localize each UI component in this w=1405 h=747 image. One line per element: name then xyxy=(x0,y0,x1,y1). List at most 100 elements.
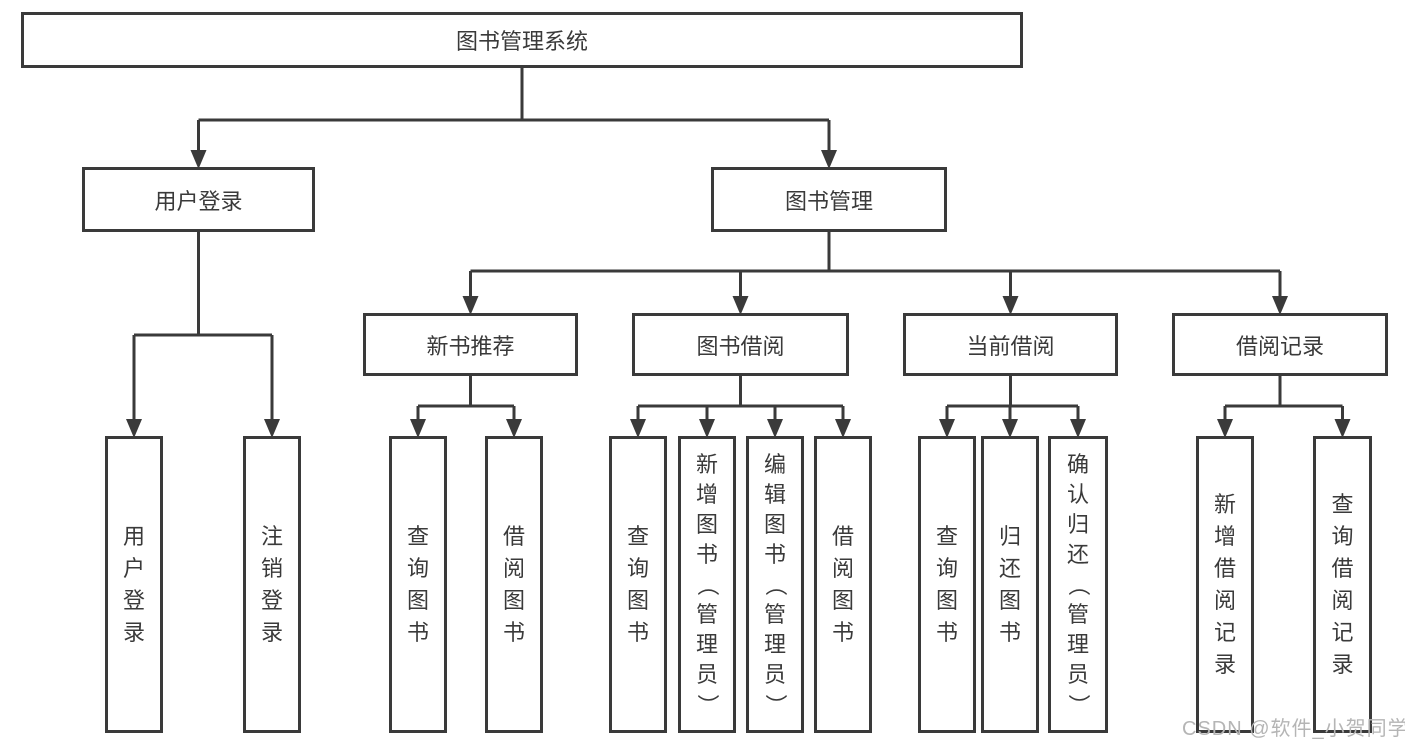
arrowhead-icon xyxy=(1002,296,1019,315)
node-label-leaf-return-book: 归还图书 xyxy=(999,521,1021,649)
vertical-char: 阅 xyxy=(1213,587,1236,613)
vertical-char: 销 xyxy=(260,555,283,581)
vertical-char: 查 xyxy=(1331,491,1354,517)
vertical-char: 询 xyxy=(1331,523,1354,549)
vertical-char: 管 xyxy=(695,601,718,627)
connector-line xyxy=(1223,376,1344,421)
node-label-leaf-confirm-return: 确认归还（管理员） xyxy=(1066,450,1091,720)
arrowhead-icon xyxy=(1334,419,1351,438)
vertical-char: 书 xyxy=(831,619,854,645)
vertical-char: 认 xyxy=(1066,481,1089,507)
vertical-char: 阅 xyxy=(502,555,525,581)
connector-book-borrow xyxy=(630,376,851,438)
vertical-char: 记 xyxy=(1331,619,1354,645)
vertical-char: 理 xyxy=(1066,631,1089,657)
connector-line xyxy=(197,68,831,152)
vertical-char: 书 xyxy=(695,541,718,567)
vertical-char: 书 xyxy=(406,619,429,645)
connector-book-mgmt xyxy=(462,232,1288,315)
vertical-char: 录 xyxy=(1213,651,1236,677)
connector-line xyxy=(416,376,516,421)
node-label-current-borrow: 当前借阅 xyxy=(966,333,1055,359)
vertical-char: 查 xyxy=(406,523,429,549)
vertical-char: 书 xyxy=(763,541,786,567)
node-label-leaf-query-book-current: 查询图书 xyxy=(936,521,958,649)
vertical-char: 归 xyxy=(1066,511,1089,537)
node-label-leaf-user-login: 用户登录 xyxy=(123,521,145,649)
vertical-char: 归 xyxy=(998,523,1021,549)
vertical-char: 记 xyxy=(1213,619,1236,645)
node-leaf-query-book-borrow: 查询图书 xyxy=(609,436,667,733)
vertical-char: 书 xyxy=(935,619,958,645)
vertical-char: 书 xyxy=(998,619,1021,645)
arrowhead-icon xyxy=(1217,419,1233,438)
vertical-char: 图 xyxy=(831,587,854,613)
node-leaf-add-borrow-record: 新增借阅记录 xyxy=(1196,436,1254,733)
node-label-leaf-edit-book-admin: 编辑图书（管理员） xyxy=(763,450,788,720)
node-label-leaf-query-book-rec: 查询图书 xyxy=(407,521,429,649)
vertical-char: 员 xyxy=(695,661,718,687)
vertical-char: 新 xyxy=(695,451,718,477)
vertical-char: 录 xyxy=(1331,651,1354,677)
node-label-leaf-query-borrow-record: 查询借阅记录 xyxy=(1331,489,1353,681)
node-label-leaf-add-borrow-record: 新增借阅记录 xyxy=(1214,489,1236,681)
vertical-char: 登 xyxy=(122,587,145,613)
arrowhead-icon xyxy=(1070,419,1086,438)
vertical-char: 询 xyxy=(935,555,958,581)
node-root: 图书管理系统 xyxy=(21,12,1023,68)
node-leaf-query-book-current: 查询图书 xyxy=(918,436,976,733)
vertical-char: 图 xyxy=(626,587,649,613)
arrowhead-icon xyxy=(821,150,837,169)
vertical-char: 登 xyxy=(260,587,283,613)
vertical-char: 管 xyxy=(1066,601,1089,627)
connector-line xyxy=(945,376,1080,421)
vertical-char: 还 xyxy=(1066,541,1089,567)
node-leaf-user-login: 用户登录 xyxy=(105,436,163,733)
vertical-paren-char: ） xyxy=(1065,693,1091,716)
node-leaf-edit-book-admin: 编辑图书（管理员） xyxy=(746,436,804,733)
connector-user-login xyxy=(126,232,280,438)
vertical-char: 图 xyxy=(935,587,958,613)
arrowhead-icon xyxy=(1002,419,1018,438)
vertical-char: 查 xyxy=(935,523,958,549)
connector-line xyxy=(132,232,274,421)
vertical-char: 增 xyxy=(695,481,718,507)
vertical-char: 用 xyxy=(122,523,145,549)
vertical-char: 辑 xyxy=(763,481,786,507)
arrowhead-icon xyxy=(462,296,479,315)
connector-new-book-rec xyxy=(410,376,522,438)
vertical-char: 图 xyxy=(695,511,718,537)
arrowhead-icon xyxy=(732,296,749,315)
vertical-char: 员 xyxy=(1066,661,1089,687)
vertical-char: 查 xyxy=(626,523,649,549)
vertical-char: 还 xyxy=(998,555,1021,581)
node-label-book-mgmt: 图书管理 xyxy=(784,188,873,214)
node-leaf-borrow-book-borrow: 借阅图书 xyxy=(814,436,872,733)
arrowhead-icon xyxy=(506,419,522,438)
node-label-borrow-records: 借阅记录 xyxy=(1235,333,1324,359)
node-leaf-logout: 注销登录 xyxy=(243,436,301,733)
vertical-char: 书 xyxy=(626,619,649,645)
node-borrow-records: 借阅记录 xyxy=(1172,313,1388,376)
connector-line xyxy=(469,232,1282,298)
connector-borrow-records xyxy=(1217,376,1351,438)
node-label-book-borrow: 图书借阅 xyxy=(696,333,785,359)
vertical-char: 增 xyxy=(1213,523,1236,549)
connector-current-borrow xyxy=(939,376,1086,438)
vertical-char: 图 xyxy=(998,587,1021,613)
node-book-mgmt: 图书管理 xyxy=(711,167,947,232)
vertical-paren-char: ） xyxy=(762,693,788,716)
node-label-leaf-borrow-book-rec: 借阅图书 xyxy=(503,521,525,649)
node-leaf-query-book-rec: 查询图书 xyxy=(389,436,447,733)
vertical-paren-char: （ xyxy=(694,573,720,596)
arrowhead-icon xyxy=(939,419,955,438)
watermark: CSDN @软件_小贺同学 xyxy=(1182,718,1405,740)
vertical-char: 借 xyxy=(1213,555,1236,581)
node-label-leaf-add-book-admin: 新增图书（管理员） xyxy=(695,450,720,720)
node-label-leaf-borrow-book-borrow: 借阅图书 xyxy=(832,521,854,649)
arrowhead-icon xyxy=(835,419,851,438)
node-leaf-add-book-admin: 新增图书（管理员） xyxy=(678,436,736,733)
vertical-char: 注 xyxy=(260,523,283,549)
